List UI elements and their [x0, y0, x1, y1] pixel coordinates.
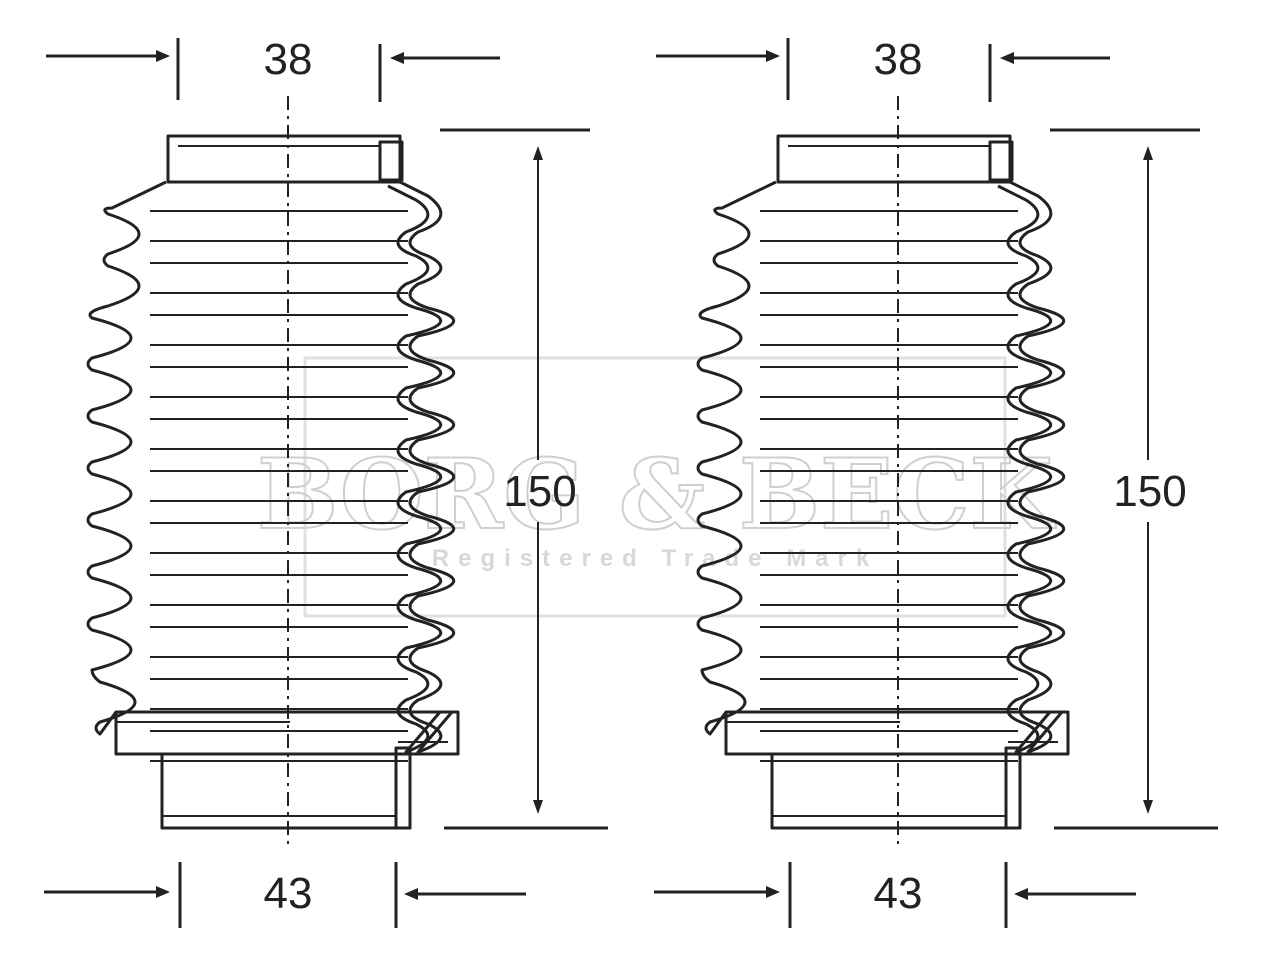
watermark-frame — [303, 356, 1007, 618]
watermark: BORG & BECK Registered Trade Mark — [256, 356, 1058, 618]
bottom-neck-section — [1004, 746, 1022, 830]
right-wall-outer — [399, 180, 455, 754]
bottom-arrow-right-head — [1014, 888, 1028, 900]
bottom-diameter-label: 43 — [874, 869, 923, 918]
left-boot: 38 43 150 — [44, 35, 608, 928]
boot-body — [654, 38, 1218, 928]
bottom-arrow-left-head — [156, 886, 170, 898]
top-collar-section — [378, 140, 404, 182]
top-arrow-left-head — [156, 50, 170, 62]
right-wall-inner — [997, 184, 1052, 754]
top-diameter-label: 38 — [874, 35, 923, 84]
top-arrow-right-head — [390, 52, 404, 64]
left-outline — [86, 180, 167, 736]
right-wall-outer — [1009, 180, 1065, 754]
watermark-brand: BORG & BECK — [257, 438, 1057, 551]
length-arrow-top — [533, 146, 543, 160]
right-boot: 38 43 150 — [654, 35, 1218, 928]
boot-body — [44, 38, 608, 928]
length-arrow-bottom — [1143, 800, 1153, 814]
top-arrow-right-head — [1000, 52, 1014, 64]
top-diameter-label: 38 — [264, 35, 313, 84]
left-outline — [696, 180, 777, 736]
top-collar-section — [988, 140, 1014, 182]
top-collar — [776, 134, 1012, 184]
length-arrow-top — [1143, 146, 1153, 160]
top-collar — [166, 134, 402, 184]
watermark-subtitle: Registered Trade Mark — [432, 545, 878, 572]
bottom-neck-section — [394, 746, 412, 830]
bottom-diameter-label: 43 — [264, 869, 313, 918]
length-label: 150 — [1113, 467, 1186, 516]
right-wall-inner — [387, 184, 442, 754]
bottom-arrow-right-head — [404, 888, 418, 900]
bottom-arrow-left-head — [766, 886, 780, 898]
length-label: 150 — [503, 467, 576, 516]
top-arrow-left-head — [766, 50, 780, 62]
length-arrow-bottom — [533, 800, 543, 814]
